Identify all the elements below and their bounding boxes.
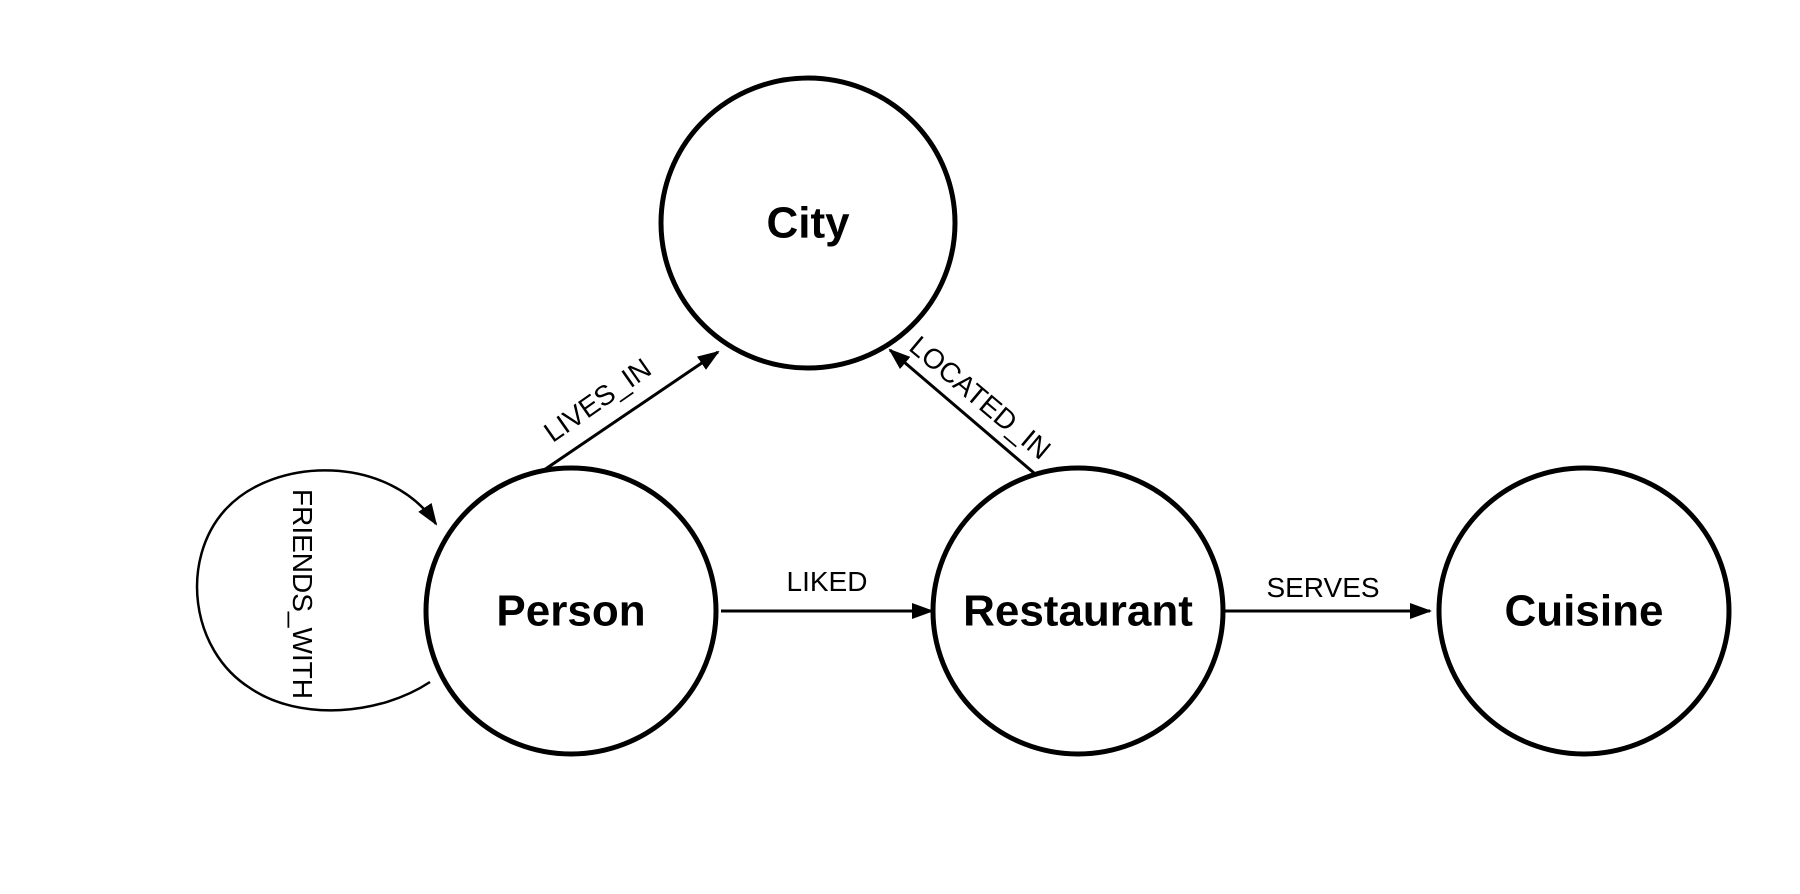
city-node-circle bbox=[658, 75, 958, 371]
edge-friends-with: FRIENDS_WITH bbox=[195, 469, 438, 712]
serves-label: SERVES bbox=[1266, 572, 1379, 603]
node-cuisine: Cuisine bbox=[1436, 465, 1732, 757]
restaurant-node-label: Restaurant bbox=[963, 587, 1193, 636]
person-node-label: Person bbox=[496, 587, 645, 636]
person-node-circle bbox=[423, 465, 719, 757]
friends-with-label: FRIENDS_WITH bbox=[287, 489, 318, 699]
lives-in-arrow bbox=[543, 350, 720, 472]
node-restaurant: Restaurant bbox=[930, 465, 1226, 757]
city-node-label: City bbox=[766, 199, 850, 248]
restaurant-node-circle bbox=[930, 465, 1226, 757]
node-city: City bbox=[658, 75, 958, 371]
edge-serves: SERVES bbox=[1222, 572, 1432, 619]
friends-with-loop-arrow bbox=[195, 469, 438, 712]
liked-label: LIKED bbox=[787, 566, 868, 597]
cuisine-node-label: Cuisine bbox=[1505, 587, 1664, 636]
located-in-arrow bbox=[888, 348, 1035, 475]
cuisine-node-circle bbox=[1436, 465, 1732, 757]
edge-liked: LIKED bbox=[721, 566, 934, 619]
edge-located-in: LOCATED_IN bbox=[888, 330, 1057, 475]
located-in-label: LOCATED_IN bbox=[904, 330, 1057, 465]
edge-lives-in: LIVES_IN bbox=[538, 350, 720, 472]
node-person: Person bbox=[423, 465, 719, 757]
